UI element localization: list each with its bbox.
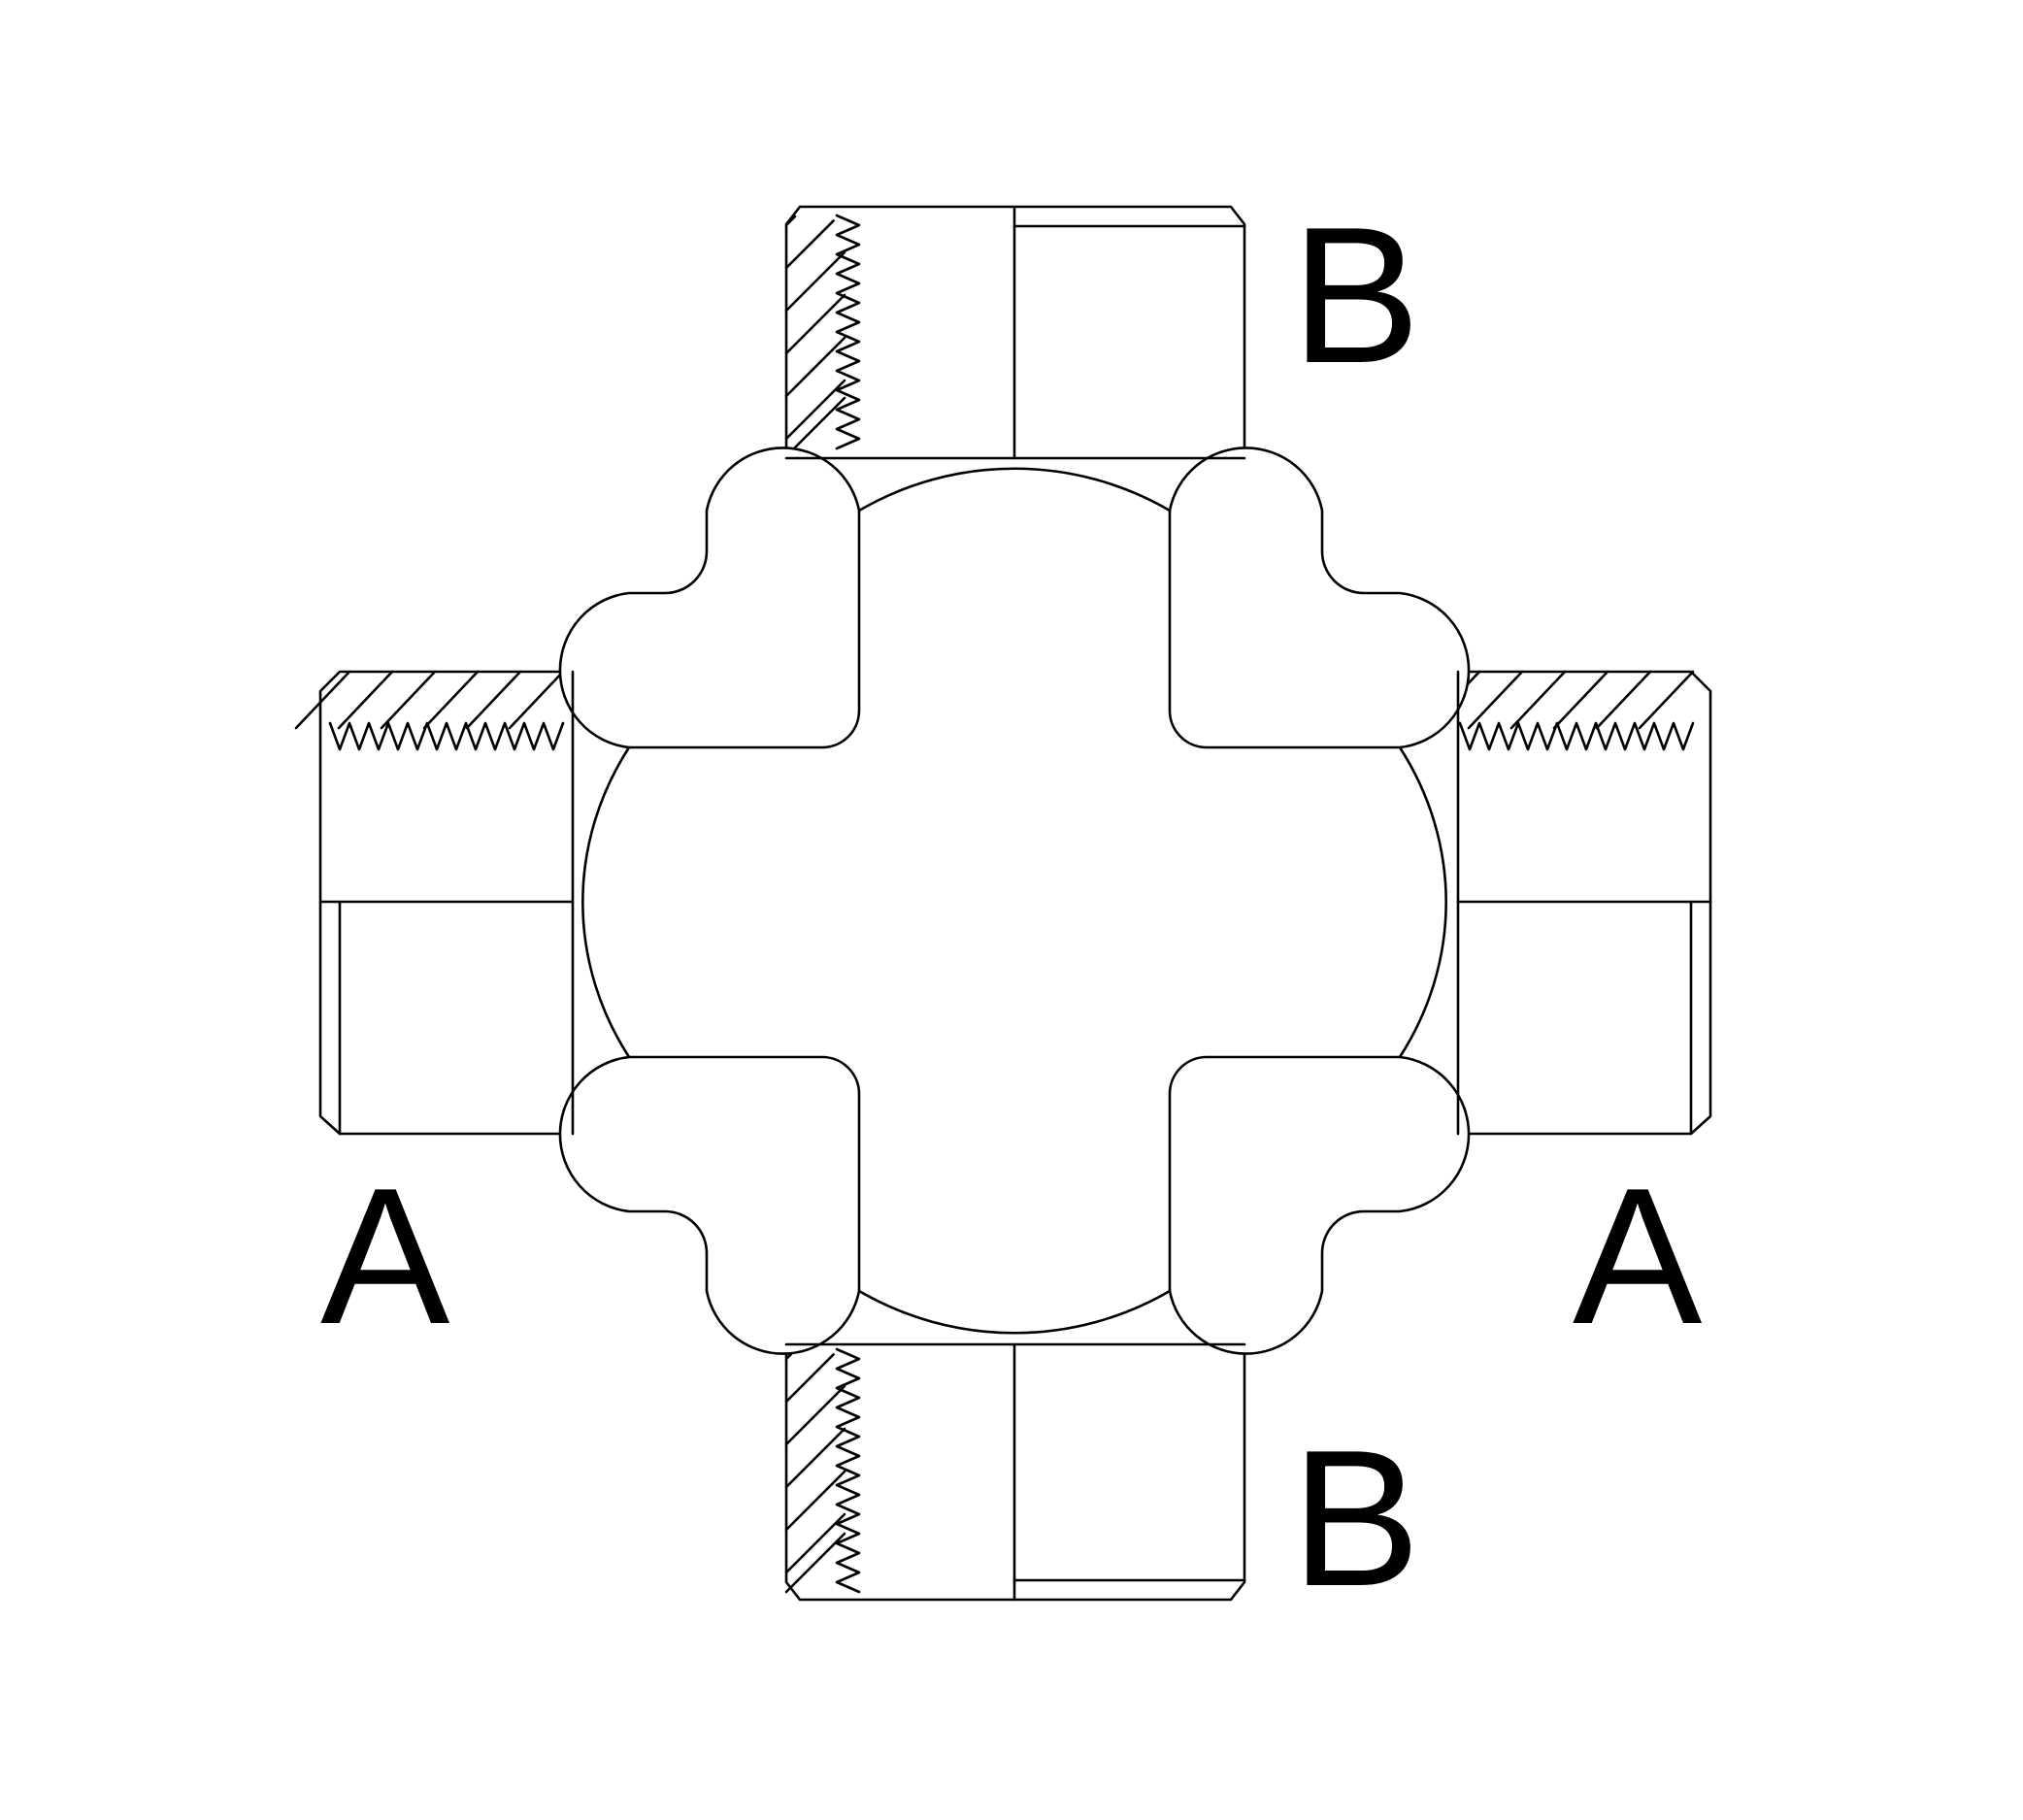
left-run-thread bbox=[294, 670, 565, 751]
port-label-b-bottom: B bbox=[1291, 1410, 1421, 1627]
lobe-bottom-right-edge bbox=[1168, 1055, 1402, 1293]
top-branch-thread bbox=[784, 214, 861, 458]
cross-body bbox=[558, 447, 1471, 1355]
right-run-outline bbox=[1456, 670, 1712, 1136]
port-label-a-left: A bbox=[320, 1148, 450, 1365]
top-branch-pipe bbox=[784, 205, 1246, 460]
lobe-top-left-edge bbox=[627, 509, 861, 749]
cross-body-outline bbox=[558, 447, 1471, 1355]
port-label-b-top: B bbox=[1291, 187, 1421, 404]
left-run-pipe bbox=[294, 670, 575, 1136]
lobe-bottom-left-edge bbox=[627, 1055, 861, 1293]
port-label-a-right: A bbox=[1573, 1148, 1703, 1365]
left-run-outline bbox=[318, 670, 575, 1136]
body-pipe-joints bbox=[571, 456, 1460, 1346]
right-run-thread bbox=[1424, 670, 1695, 751]
lobe-top-right-edge bbox=[1168, 509, 1402, 749]
bottom-branch-pipe bbox=[784, 1342, 1246, 1602]
bottom-branch-thread bbox=[784, 1347, 861, 1594]
right-run-pipe bbox=[1424, 670, 1712, 1136]
